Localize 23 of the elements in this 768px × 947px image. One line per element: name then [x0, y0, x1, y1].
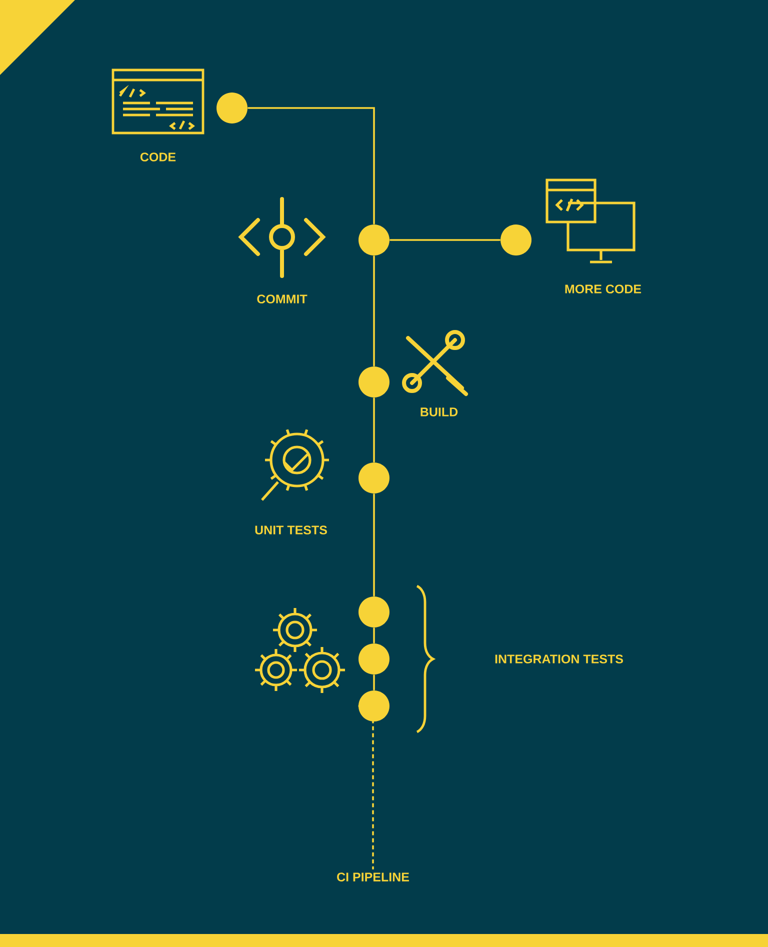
- group-label: BUILD: [420, 408, 458, 416]
- connector-line: [358, 705, 374, 870]
- timeline-dot: [358, 366, 390, 398]
- group-label: INTEGRATION TESTS: [495, 654, 623, 664]
- timeline-dot: [358, 644, 390, 674]
- connector-line: [373, 398, 375, 462]
- connector-line: [390, 239, 500, 241]
- group-label: CODE: [140, 152, 176, 162]
- timeline-dot: [500, 224, 532, 256]
- connector-line: [248, 107, 375, 224]
- connector-line: [373, 494, 375, 596]
- group-label: UNIT TESTS: [255, 526, 327, 534]
- timeline-dot: [358, 224, 390, 256]
- connector-line: [373, 628, 375, 644]
- step-label: CI PIPELINE: [337, 872, 409, 882]
- timeline-dot: [358, 462, 390, 494]
- connector-line: [373, 256, 375, 366]
- group-label: MORE CODE: [565, 284, 642, 294]
- timeline-dot: [358, 596, 390, 628]
- timeline-dot: [216, 92, 248, 124]
- group-label: COMMIT: [257, 294, 308, 304]
- connector-line: [373, 674, 375, 690]
- timeline-dot: [358, 690, 390, 722]
